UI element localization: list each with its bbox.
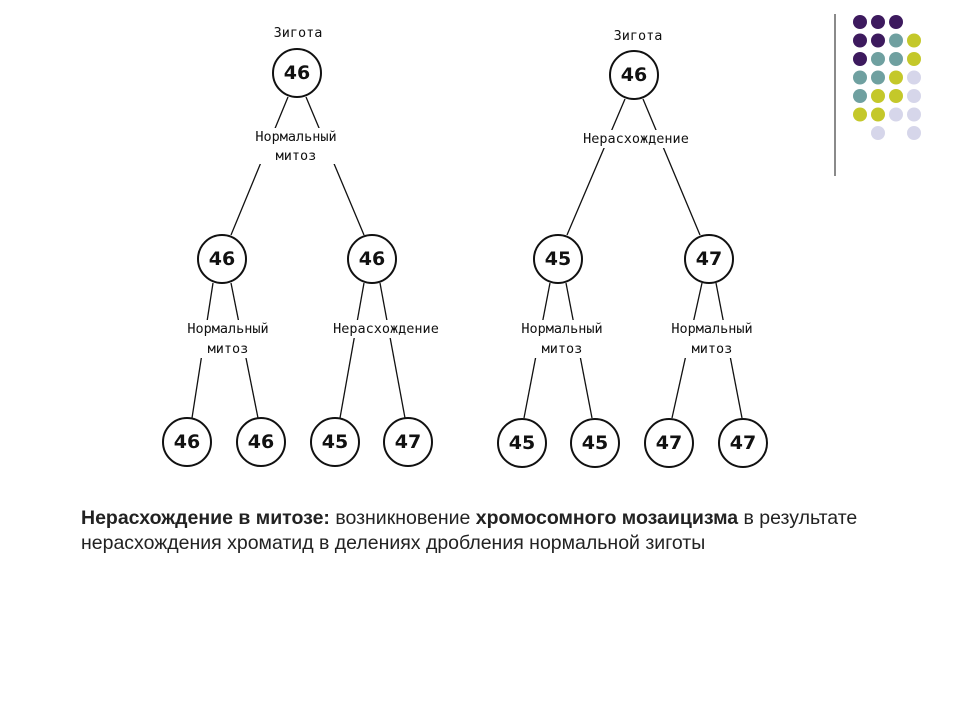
chromosome-count: 46	[621, 64, 647, 86]
decorative-dot	[853, 15, 867, 29]
edge	[566, 98, 626, 236]
decorative-dot	[871, 126, 885, 140]
decorative-divider-line	[834, 14, 836, 176]
cell-node-leaf: 47	[644, 418, 694, 468]
chromosome-count: 46	[284, 62, 310, 84]
split-label: митоз	[542, 341, 583, 357]
cell-node-leaf: 47	[383, 417, 433, 467]
decorative-dot	[907, 126, 921, 140]
chromosome-count: 45	[582, 432, 608, 454]
decorative-dot	[853, 52, 867, 66]
chromosome-count: 47	[395, 431, 421, 453]
caption-text: в результате нерасхождения хроматид в де…	[81, 507, 858, 554]
split-label: Нормальный	[255, 129, 336, 145]
cell-node-leaf: 46	[236, 417, 286, 467]
decorative-dot	[907, 107, 921, 122]
decorative-dot	[871, 33, 885, 48]
decorative-dot	[853, 33, 867, 48]
split-label: Нерасхождение	[583, 131, 689, 147]
edge	[379, 282, 406, 419]
chromosome-count: 47	[656, 432, 682, 454]
chromosome-count: 46	[174, 431, 200, 453]
caption-term: Нерасхождение в митозе:	[81, 507, 330, 529]
chromosome-count: 45	[545, 248, 571, 270]
cell-node-leaf: 46	[162, 417, 212, 467]
split-label: Нормальный	[521, 321, 602, 337]
cell-node-root: 46	[609, 50, 659, 100]
decorative-dot	[871, 15, 885, 29]
edge	[642, 98, 701, 236]
cell-node-leaf: 47	[718, 418, 768, 468]
slide-caption: Нерасхождение в митозе: возникновение хр…	[81, 506, 911, 556]
decorative-dot	[871, 89, 885, 103]
left-tree: Зигота Нормальный митоз Нормальный митоз…	[162, 25, 456, 467]
decorative-dot	[907, 89, 921, 103]
split-label: митоз	[276, 148, 317, 164]
cell-node-root: 46	[272, 48, 322, 98]
mosaicism-diagram: Зигота Нормальный митоз Нормальный митоз…	[162, 25, 768, 468]
decorative-dot	[907, 70, 921, 85]
decorative-dot	[889, 33, 903, 48]
decorative-dot	[907, 33, 921, 48]
decorative-dot	[889, 107, 903, 122]
cell-node: 47	[684, 234, 734, 284]
zygote-label: Зигота	[274, 25, 323, 41]
cell-node: 46	[197, 234, 247, 284]
decorative-dot	[889, 89, 903, 103]
chromosome-count: 45	[322, 431, 348, 453]
decorative-dot	[889, 52, 903, 66]
caption-text: возникновение	[329, 507, 476, 529]
decorative-dot	[889, 15, 903, 29]
decorative-dot	[889, 70, 903, 85]
chromosome-count: 46	[248, 431, 274, 453]
chromosome-count: 46	[359, 248, 385, 270]
decorative-dot	[871, 52, 885, 66]
split-label: Нерасхождение	[333, 321, 439, 337]
decorative-dot	[907, 52, 921, 66]
cell-node-leaf: 45	[570, 418, 620, 468]
cell-node-leaf: 45	[497, 418, 547, 468]
zygote-label: Зигота	[614, 28, 663, 44]
split-label: митоз	[692, 341, 733, 357]
chromosome-count: 46	[209, 248, 235, 270]
decorative-dot	[871, 107, 885, 122]
decorative-dot	[871, 70, 885, 85]
decorative-dot	[853, 107, 867, 122]
split-label: Нормальный	[671, 321, 752, 337]
decorative-dot	[853, 89, 867, 103]
split-label: Нормальный	[187, 321, 268, 337]
chromosome-count: 47	[696, 248, 722, 270]
edge	[230, 96, 289, 236]
cell-node-leaf: 45	[310, 417, 360, 467]
cell-node: 46	[347, 234, 397, 284]
right-tree: Зигота Нерасхождение Нормальный митоз Но…	[497, 28, 768, 468]
chromosome-count: 45	[509, 432, 535, 454]
caption-bold-term: хромосомного мозаицизма	[475, 507, 739, 529]
chromosome-count: 47	[730, 432, 756, 454]
cell-node: 45	[533, 234, 583, 284]
edge	[339, 282, 365, 419]
decorative-dot-grid	[853, 15, 921, 140]
split-label: митоз	[208, 341, 249, 357]
decorative-dot	[853, 70, 867, 85]
edge	[305, 96, 365, 236]
